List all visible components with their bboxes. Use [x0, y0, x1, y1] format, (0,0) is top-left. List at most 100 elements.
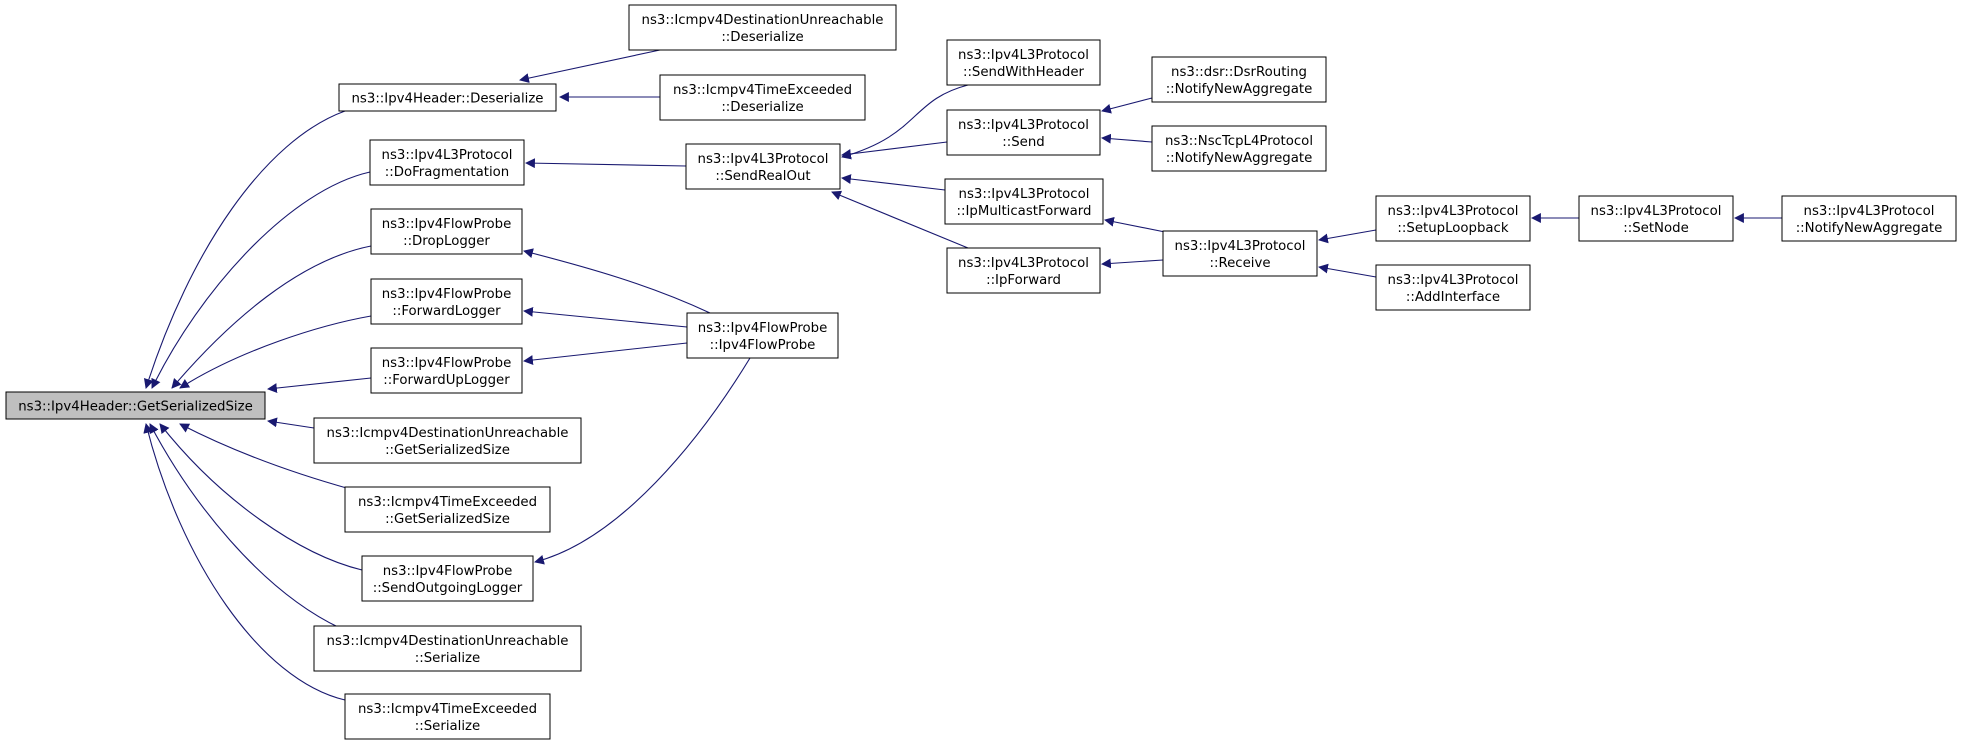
- edge-du-serialize-to-root: [149, 423, 341, 629]
- node-box: [313, 625, 582, 672]
- edge-sendwithheader-to-sendrealout: [841, 84, 969, 160]
- node-label-line: ns3::Icmpv4DestinationUnreachable: [642, 13, 884, 28]
- node-label-line: ::NotifyNewAggregate: [1796, 221, 1943, 236]
- node-label-line: ns3::Ipv4FlowProbe: [382, 287, 512, 302]
- edge-receive-to-ipfwd: [1101, 258, 1164, 269]
- node-label-line: ::SendOutgoingLogger: [373, 581, 523, 596]
- node-label-line: ns3::Ipv4L3Protocol: [1804, 204, 1935, 219]
- node-box: [338, 83, 557, 112]
- node-dofrag[interactable]: ns3::Ipv4L3Protocol::DoFragmentation: [369, 139, 525, 186]
- node-sendwithheader[interactable]: ns3::Ipv4L3Protocol::SendWithHeader: [946, 39, 1101, 86]
- node-fwdlogger[interactable]: ns3::Ipv4FlowProbe::ForwardLogger: [370, 278, 523, 325]
- node-setuploopback[interactable]: ns3::Ipv4L3Protocol::SetupLoopback: [1375, 195, 1531, 242]
- edges-layer: [143, 49, 1782, 701]
- node-label-line: ns3::Ipv4Header::GetSerializedSize: [18, 400, 253, 415]
- node-setnode[interactable]: ns3::Ipv4L3Protocol::SetNode: [1578, 195, 1734, 242]
- edge-send-to-sendrealout: [841, 141, 948, 159]
- node-box: [685, 143, 841, 190]
- node-box: [313, 417, 582, 464]
- node-te-serialize[interactable]: ns3::Icmpv4TimeExceeded::Serialize: [344, 693, 551, 740]
- node-label-line: ns3::Icmpv4DestinationUnreachable: [327, 634, 569, 649]
- edge-dofrag-to-root: [151, 171, 371, 389]
- node-label-line: ns3::Ipv4FlowProbe: [698, 321, 828, 336]
- node-te-getsize[interactable]: ns3::Icmpv4TimeExceeded::GetSerializedSi…: [344, 486, 551, 533]
- node-label-line: ::GetSerializedSize: [385, 443, 510, 458]
- node-box: [628, 4, 897, 51]
- edge-du-deserialize-to-hdr-deserialize: [519, 49, 661, 83]
- node-label-line: ns3::Ipv4L3Protocol: [1175, 239, 1306, 254]
- node-label-line: ns3::Ipv4L3Protocol: [1388, 204, 1519, 219]
- edge-droplogger-to-root: [171, 245, 372, 389]
- node-receive[interactable]: ns3::Ipv4L3Protocol::Receive: [1162, 230, 1318, 277]
- node-flowprobe-ctor[interactable]: ns3::Ipv4FlowProbe::Ipv4FlowProbe: [686, 312, 839, 359]
- node-label-line: ns3::Ipv4L3Protocol: [958, 118, 1089, 133]
- edge-receive-to-ipmcastfwd: [1104, 216, 1171, 234]
- node-du-getsize[interactable]: ns3::Icmpv4DestinationUnreachable::GetSe…: [313, 417, 582, 464]
- node-l3-notify[interactable]: ns3::Ipv4L3Protocol::NotifyNewAggregate: [1781, 195, 1957, 242]
- edge-fwduplogger-to-root: [267, 377, 372, 393]
- node-addinterface[interactable]: ns3::Ipv4L3Protocol::AddInterface: [1375, 264, 1531, 311]
- node-du-serialize[interactable]: ns3::Icmpv4DestinationUnreachable::Seria…: [313, 625, 582, 672]
- edge-flowprobe-ctor-to-sendoutlogger: [534, 357, 751, 565]
- node-fwduplogger[interactable]: ns3::Ipv4FlowProbe::ForwardUpLogger: [370, 347, 523, 394]
- node-ipmcastfwd[interactable]: ns3::Ipv4L3Protocol::IpMulticastForward: [944, 178, 1104, 225]
- node-te-deserialize[interactable]: ns3::Icmpv4TimeExceeded::Deserialize: [659, 74, 866, 121]
- node-droplogger[interactable]: ns3::Ipv4FlowProbe::DropLogger: [370, 208, 523, 255]
- node-box: [1375, 264, 1531, 311]
- node-label-line: ::Send: [1002, 135, 1044, 150]
- edge-te-serialize-to-root: [143, 423, 346, 701]
- node-label-line: ::DoFragmentation: [385, 165, 509, 180]
- node-label-line: ns3::NscTcpL4Protocol: [1165, 134, 1313, 149]
- node-dsr-notify[interactable]: ns3::dsr::DsrRouting::NotifyNewAggregate: [1151, 56, 1327, 103]
- edge-addinterface-to-receive: [1318, 263, 1377, 278]
- node-box: [1151, 125, 1327, 172]
- edge-te-getsize-to-root: [179, 423, 351, 490]
- node-du-deserialize[interactable]: ns3::Icmpv4DestinationUnreachable::Deser…: [628, 4, 897, 51]
- node-label-line: ::GetSerializedSize: [385, 512, 510, 527]
- node-nsc-notify[interactable]: ns3::NscTcpL4Protocol::NotifyNewAggregat…: [1151, 125, 1327, 172]
- node-box: [344, 486, 551, 533]
- node-label-line: ns3::Ipv4L3Protocol: [958, 256, 1089, 271]
- node-label-line: ns3::Ipv4FlowProbe: [382, 217, 512, 232]
- node-label-line: ::SetNode: [1623, 221, 1689, 236]
- node-box: [370, 208, 523, 255]
- node-label-line: ns3::Ipv4L3Protocol: [1388, 273, 1519, 288]
- node-label-line: ns3::Ipv4L3Protocol: [382, 148, 513, 163]
- node-label-line: ns3::Icmpv4TimeExceeded: [358, 702, 537, 717]
- node-label-line: ::NotifyNewAggregate: [1166, 82, 1313, 97]
- edge-flowprobe-ctor-to-droplogger: [523, 248, 711, 314]
- node-box: [946, 109, 1101, 156]
- edge-du-getsize-to-root: [267, 417, 315, 429]
- node-box: [659, 74, 866, 121]
- node-box: [370, 278, 523, 325]
- node-box: [370, 347, 523, 394]
- edge-nsc-notify-to-send: [1101, 133, 1153, 144]
- node-label-line: ::Ipv4FlowProbe: [710, 338, 816, 353]
- node-hdr-deserialize[interactable]: ns3::Ipv4Header::Deserialize: [338, 83, 557, 112]
- node-label-line: ::Serialize: [415, 651, 480, 666]
- node-root: ns3::Ipv4Header::GetSerializedSize: [5, 391, 266, 420]
- node-label-line: ::Deserialize: [721, 30, 803, 45]
- edge-dsr-notify-to-send: [1101, 97, 1153, 114]
- node-label-line: ns3::Ipv4L3Protocol: [1591, 204, 1722, 219]
- node-label-line: ::DropLogger: [403, 234, 490, 249]
- node-label-line: ns3::Ipv4L3Protocol: [959, 187, 1090, 202]
- node-label-line: ns3::Ipv4FlowProbe: [383, 564, 513, 579]
- node-label-line: ::Serialize: [415, 719, 480, 734]
- node-sendrealout[interactable]: ns3::Ipv4L3Protocol::SendRealOut: [685, 143, 841, 190]
- node-label-line: ::Receive: [1209, 256, 1270, 271]
- node-label-line: ::NotifyNewAggregate: [1166, 151, 1313, 166]
- node-label-line: ns3::Ipv4Header::Deserialize: [352, 92, 544, 107]
- node-box: [1151, 56, 1327, 103]
- node-box: [946, 247, 1101, 294]
- nodes-layer: ns3::Ipv4Header::GetSerializedSizens3::I…: [5, 4, 1957, 740]
- node-box: [1375, 195, 1531, 242]
- node-send[interactable]: ns3::Ipv4L3Protocol::Send: [946, 109, 1101, 156]
- node-label-line: ns3::Icmpv4TimeExceeded: [673, 83, 852, 98]
- node-label-line: ns3::Icmpv4TimeExceeded: [358, 495, 537, 510]
- node-ipfwd[interactable]: ns3::Ipv4L3Protocol::IpForward: [946, 247, 1101, 294]
- node-label-line: ::IpForward: [986, 273, 1061, 288]
- node-sendoutlogger[interactable]: ns3::Ipv4FlowProbe::SendOutgoingLogger: [361, 555, 534, 602]
- node-label-line: ::AddInterface: [1406, 290, 1500, 305]
